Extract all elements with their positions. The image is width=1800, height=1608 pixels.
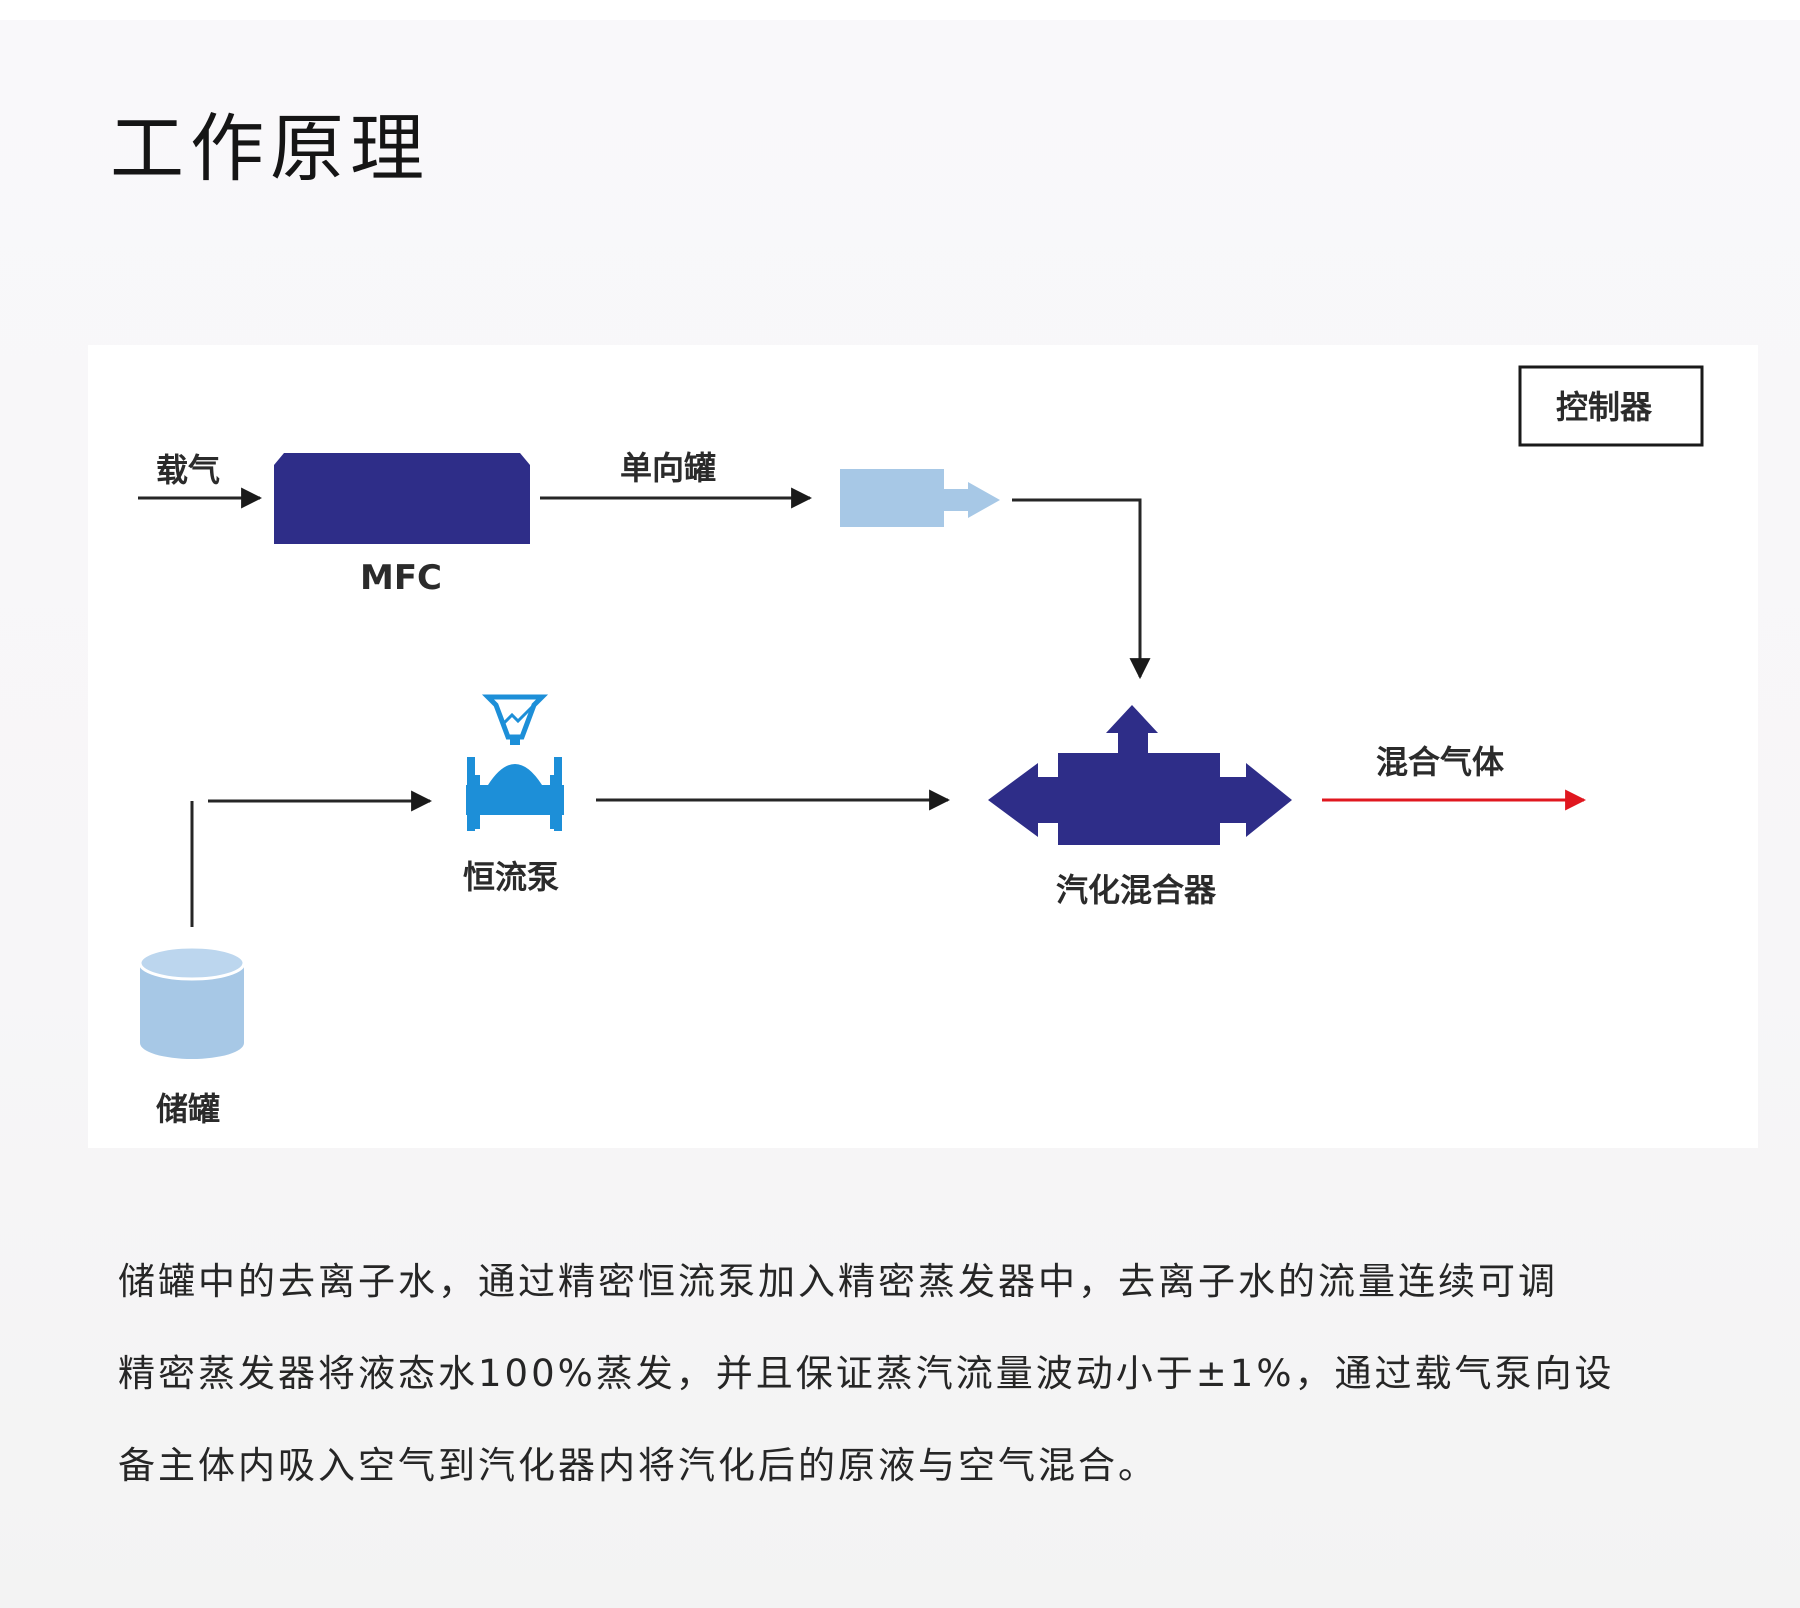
description-line-1: 储罐中的去离子水，通过精密恒流泵加入精密蒸发器中，去离子水的流量连续可调	[118, 1260, 1558, 1303]
controller-label: 控制器	[1556, 388, 1653, 426]
description-line-3: 备主体内吸入空气到汽化器内将汽化后的原液与空气混合。	[118, 1444, 1158, 1487]
pump-label: 恒流泵	[463, 858, 559, 896]
vaporizer-mixer	[988, 705, 1292, 845]
check-tank	[840, 469, 944, 527]
mfc-label: MFC	[360, 558, 442, 598]
gas-to-mixer-line	[1012, 498, 1151, 680]
description-line-2: 精密蒸发器将液态水100%蒸发，并且保证蒸汽流量波动小于±1%，通过载气泵向设	[118, 1352, 1615, 1395]
page-title: 工作原理	[110, 106, 430, 192]
mfc-block	[274, 453, 530, 544]
process-diagram: 载气 MFC 单向罐 控制器 储罐	[138, 365, 1704, 1128]
carrier-gas-label: 载气	[156, 451, 220, 489]
description: 储罐中的去离子水，通过精密恒流泵加入精密蒸发器中，去离子水的流量连续可调 精密蒸…	[118, 1262, 1718, 1538]
storage-tank-top	[138, 945, 246, 981]
mixed-gas-label: 混合气体	[1376, 743, 1504, 781]
check-tank-label: 单向罐	[620, 449, 716, 487]
check-tank-outlet-arrow	[944, 482, 1000, 518]
pump-icon	[466, 694, 564, 831]
diagram-panel: 载气 MFC 单向罐 控制器 储罐	[88, 345, 1758, 1148]
storage-tank-label: 储罐	[156, 1090, 220, 1128]
controller-box	[1518, 365, 1704, 447]
vaporizer-mixer-label: 汽化混合器	[1056, 871, 1217, 909]
top-band	[0, 0, 1800, 20]
